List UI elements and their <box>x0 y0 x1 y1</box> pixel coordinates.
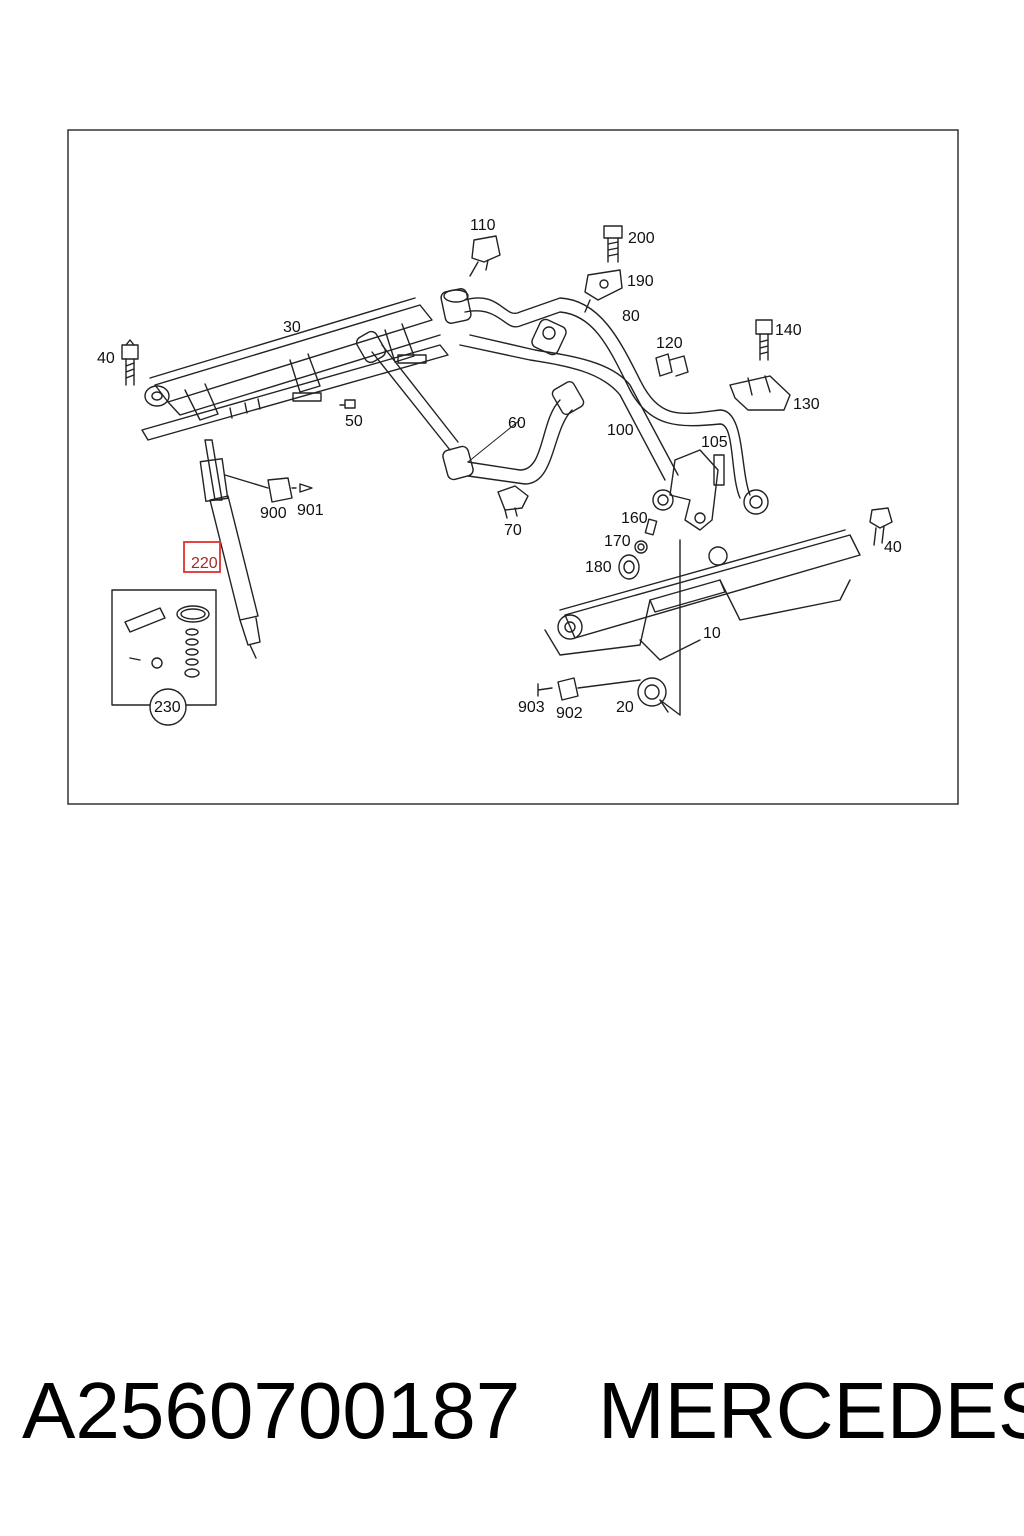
pin-901[interactable] <box>299 483 313 493</box>
plug-50[interactable] <box>339 399 356 409</box>
callout-180[interactable]: 180 <box>585 559 612 576</box>
seal-kit-230[interactable] <box>111 589 217 726</box>
clamp-190[interactable] <box>584 269 623 313</box>
callout-902[interactable]: 902 <box>556 705 583 722</box>
fuel-line-80[interactable] <box>440 288 769 515</box>
callout-40-left[interactable]: 40 <box>97 350 115 367</box>
pressure-sensor-20[interactable] <box>637 677 669 713</box>
pin-903[interactable] <box>537 683 553 697</box>
callout-220[interactable]: 220 <box>191 555 218 572</box>
bracket-130[interactable] <box>729 375 791 411</box>
injector-220[interactable] <box>199 439 269 659</box>
callout-50[interactable]: 50 <box>345 413 363 430</box>
clip-70[interactable] <box>497 485 529 519</box>
pressure-regulator-105[interactable] <box>652 449 725 531</box>
connector-902[interactable] <box>557 677 641 701</box>
fuel-line-100[interactable] <box>459 317 679 481</box>
callout-901[interactable]: 901 <box>297 502 324 519</box>
callout-230[interactable]: 230 <box>154 699 181 716</box>
callout-10[interactable]: 10 <box>703 625 721 642</box>
callout-900[interactable]: 900 <box>260 505 287 522</box>
parts-diagram: 40 30 50 110 200 190 80 140 120 130 60 1… <box>67 129 959 805</box>
clip-120[interactable] <box>655 353 689 377</box>
diagram-canvas: 40 30 50 110 200 190 80 140 120 130 60 1… <box>67 129 959 805</box>
callout-70[interactable]: 70 <box>504 522 522 539</box>
callout-80[interactable]: 80 <box>622 308 640 325</box>
caption: A2560700187 MERCEDES <box>0 1365 1024 1475</box>
bolt-200[interactable] <box>603 225 623 263</box>
callout-170[interactable]: 170 <box>604 533 631 550</box>
clip-110[interactable] <box>469 235 501 277</box>
diagram-border <box>67 129 959 805</box>
callout-160[interactable]: 160 <box>621 510 648 527</box>
bolt-140[interactable] <box>755 319 773 361</box>
callout-200[interactable]: 200 <box>628 230 655 247</box>
callout-105[interactable]: 105 <box>701 434 728 451</box>
callout-120[interactable]: 120 <box>656 335 683 352</box>
callout-30[interactable]: 30 <box>283 319 301 336</box>
fitting-160[interactable] <box>644 518 658 536</box>
callout-labels: 40 30 50 110 200 190 80 140 120 130 60 1… <box>97 217 902 722</box>
bolt-right[interactable] <box>869 507 893 546</box>
fuel-rail-right[interactable] <box>544 529 861 716</box>
callout-190[interactable]: 190 <box>627 273 654 290</box>
callout-60[interactable]: 60 <box>508 415 526 432</box>
callout-140[interactable]: 140 <box>775 322 802 339</box>
bolt-left[interactable] <box>121 339 139 386</box>
fuel-rail-left[interactable] <box>141 297 449 441</box>
highlight-box <box>183 541 221 573</box>
connector-900[interactable] <box>267 477 297 503</box>
sensor-180[interactable] <box>618 554 640 580</box>
part-number: A2560700187 <box>22 1366 521 1455</box>
callout-40-right[interactable]: 40 <box>884 539 902 556</box>
callout-130[interactable]: 130 <box>793 396 820 413</box>
seal-ring-170[interactable] <box>634 540 648 554</box>
callout-110[interactable]: 110 <box>470 217 496 234</box>
brand-name: MERCEDES <box>598 1366 1024 1455</box>
callout-903[interactable]: 903 <box>518 699 545 716</box>
callout-20[interactable]: 20 <box>616 699 634 716</box>
leader-lines <box>467 419 521 463</box>
callout-100[interactable]: 100 <box>607 422 634 439</box>
